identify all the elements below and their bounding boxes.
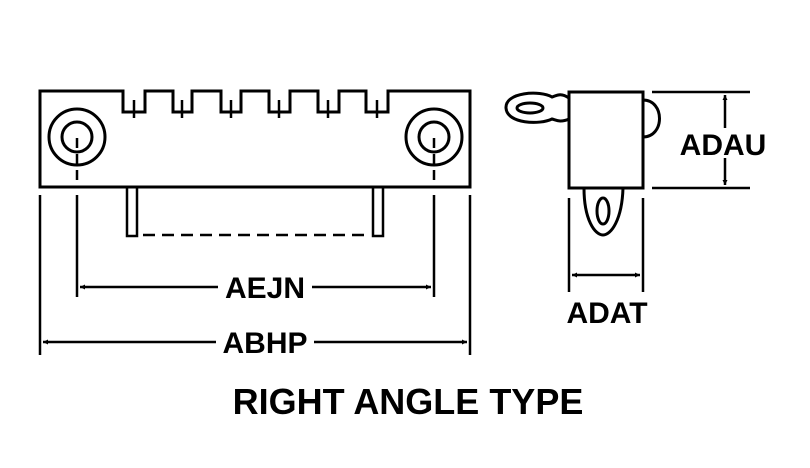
side-view	[504, 90, 661, 237]
dimension-label-abhp: ABHP	[222, 327, 307, 360]
ring-hole	[515, 101, 545, 115]
extension-lines	[38, 195, 472, 355]
contact-ticks	[132, 100, 379, 118]
left-mounting-hole	[47, 107, 107, 167]
bottom-lobe-hole	[595, 196, 611, 226]
right-pin	[371, 185, 385, 238]
diagram-title: RIGHT ANGLE TYPE	[233, 381, 584, 422]
front-body-outline	[38, 89, 472, 189]
front-view	[38, 89, 472, 238]
ring-terminal	[504, 91, 570, 124]
left-pin	[125, 185, 139, 238]
dimension-label-aejn: AEJN	[225, 272, 305, 305]
dimension-abhp: ABHP	[43, 327, 467, 360]
dimension-adat: ADAT	[566, 198, 648, 330]
bottom-lobe	[582, 187, 625, 237]
dimension-aejn: AEJN	[80, 272, 431, 305]
side-body	[567, 90, 645, 190]
dimension-label-adau: ADAU	[680, 129, 767, 162]
dimension-label-adat: ADAT	[566, 297, 647, 330]
dimension-adau: ADAU	[652, 90, 767, 190]
side-bump	[642, 98, 661, 139]
right-mounting-hole	[404, 107, 464, 167]
hole-centerlines	[75, 138, 436, 185]
